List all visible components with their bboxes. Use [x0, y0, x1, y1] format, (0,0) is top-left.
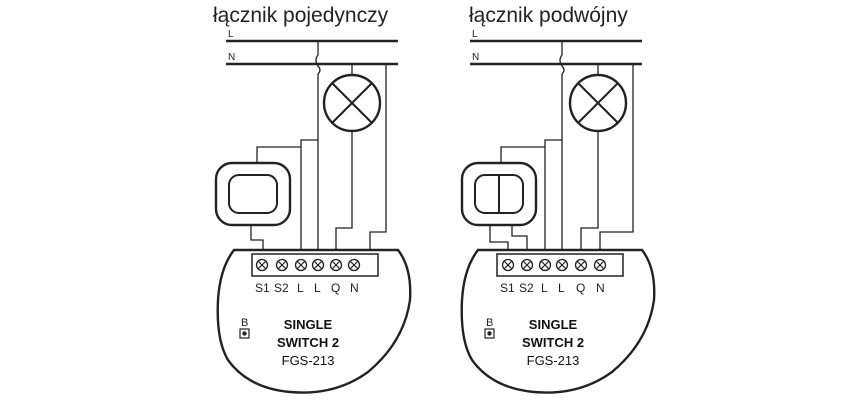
button-dot-icon [487, 331, 492, 336]
double-rocker-switch-icon [460, 161, 538, 227]
terminal-screw-icon [501, 258, 515, 272]
button-label: B [486, 317, 493, 329]
terminal-label: L [297, 281, 304, 295]
terminal-screw-icon [329, 258, 343, 272]
terminal-screw-icon [520, 258, 534, 272]
terminal-label: Q [331, 281, 340, 295]
terminal-label: L [314, 281, 321, 295]
diagram-single-switch: łącznik pojedynczy L N [213, 4, 412, 394]
device-name-line1: SINGLE [284, 317, 333, 332]
diagram-title: łącznik pojedynczy [213, 4, 389, 27]
terminal-screw-icon [294, 258, 308, 272]
diagram-title: łącznik podwójny [469, 4, 628, 27]
device-name-line2: SWITCH 2 [522, 335, 584, 350]
rail-label-n: N [228, 52, 235, 63]
button-label: B [241, 317, 248, 329]
module-body: S1 S2 L L Q N B SINGLE SWITCH 2 FGS-213 [216, 248, 412, 394]
terminal-screws [501, 258, 607, 272]
terminal-label: S1 [255, 281, 270, 295]
lamp-icon [568, 73, 628, 133]
button-dot-icon [242, 331, 247, 336]
terminal-screw-icon [555, 258, 569, 272]
terminal-screw-icon [275, 258, 289, 272]
terminal-label: L [558, 281, 565, 295]
single-rocker-switch-icon [214, 161, 292, 227]
device-name-line2: SWITCH 2 [277, 335, 339, 350]
lamp-icon [322, 73, 382, 133]
device-model: FGS-213 [282, 353, 335, 368]
rail-label-l: L [228, 29, 234, 40]
rail-label-n: N [472, 52, 479, 63]
terminal-label: N [596, 281, 605, 295]
terminal-screw-icon [593, 258, 607, 272]
module-body: S1 S2 L L Q N B SINGLE SWITCH 2 FGS-213 [460, 248, 656, 394]
wiring [489, 41, 634, 250]
wiring [250, 41, 387, 250]
terminal-label: Q [576, 281, 585, 295]
terminal-label: L [541, 281, 548, 295]
terminal-screws [255, 258, 361, 272]
terminal-screw-icon [347, 258, 361, 272]
terminal-screw-icon [574, 258, 588, 272]
terminal-label: S2 [274, 281, 289, 295]
rail-label-l: L [472, 29, 478, 40]
device-model: FGS-213 [527, 353, 580, 368]
terminal-screw-icon [538, 258, 552, 272]
terminal-label: S1 [500, 281, 515, 295]
device-name-line1: SINGLE [529, 317, 578, 332]
diagram-double-switch: łącznik podwójny L N [460, 4, 656, 394]
terminal-label: S2 [519, 281, 534, 295]
terminal-screw-icon [255, 258, 269, 272]
terminal-screw-icon [311, 258, 325, 272]
terminal-label: N [350, 281, 359, 295]
